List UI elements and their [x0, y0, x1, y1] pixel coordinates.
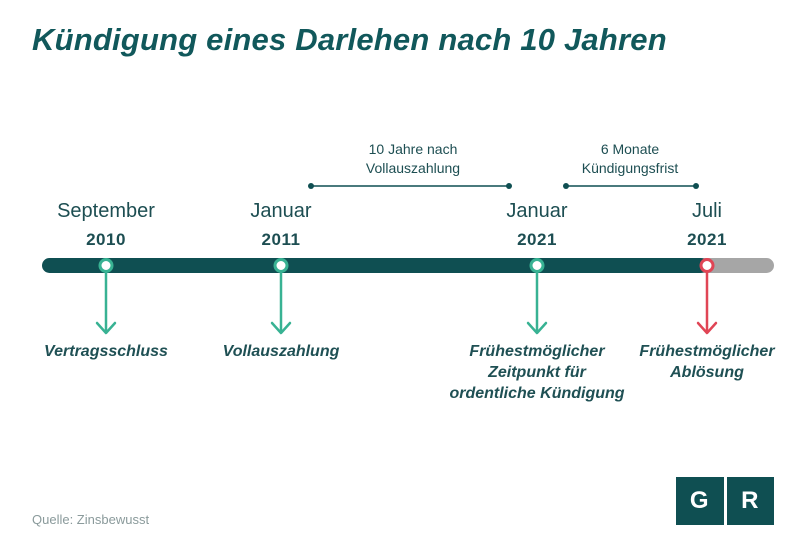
- milestone-month: Januar: [250, 200, 312, 222]
- event-label-line: Zeitpunkt für: [488, 364, 586, 381]
- page-title: Kündigung eines Darlehen nach 10 Jahren: [32, 22, 667, 57]
- milestone-year: 2021: [517, 230, 557, 249]
- milestone-month: Juli: [691, 200, 722, 222]
- span-label-line: 6 Monate: [600, 141, 660, 157]
- span-label-line: Kündigungsfrist: [581, 160, 679, 176]
- milestone-year: 2021: [687, 230, 727, 249]
- arrow-down-icon: [696, 272, 718, 335]
- milestone-month: Januar: [506, 200, 568, 222]
- gr-logo: G R: [676, 477, 774, 525]
- milestone-marker: [529, 258, 545, 273]
- span-bracket-vollauszahlung: [308, 183, 512, 189]
- arrow-down-icon: [270, 272, 292, 335]
- logo-letter-r: R: [726, 477, 774, 525]
- event-label-kuendigung: Frühestmöglicher Zeitpunkt für ordentlic…: [437, 341, 637, 404]
- event-label-line: Ablösung: [670, 364, 744, 381]
- event-label-vertragsschluss: Vertragsschluss: [44, 343, 168, 360]
- milestone-marker: [273, 258, 289, 273]
- span-label-kuendigungsfrist: 6 Monate Kündigungsfrist: [530, 140, 730, 178]
- event-label-abloesung: Frühestmöglicher Ablösung: [607, 341, 800, 383]
- event-label-line: Frühestmöglicher: [469, 343, 605, 360]
- span-bracket-kuendigungsfrist: [563, 183, 699, 189]
- milestone-year: 2010: [86, 230, 126, 249]
- arrow-down-icon: [95, 272, 117, 335]
- event-label-line: ordentliche Kündigung: [449, 385, 625, 402]
- event-label-vollauszahlung: Vollauszahlung: [222, 343, 340, 360]
- source-note: Quelle: Zinsbewusst: [32, 512, 150, 527]
- milestone-marker: [98, 258, 114, 273]
- span-label-line: 10 Jahre nach: [368, 141, 458, 157]
- logo-letter-g: G: [676, 477, 724, 525]
- milestone-month: September: [57, 200, 155, 222]
- arrow-down-icon: [526, 272, 548, 335]
- timeline-bar: [42, 258, 708, 273]
- milestone-marker: [699, 258, 715, 273]
- span-label-line: Vollauszahlung: [365, 160, 461, 176]
- event-label-line: Frühestmöglicher: [639, 343, 775, 360]
- span-label-vollauszahlung: 10 Jahre nach Vollauszahlung: [313, 140, 513, 178]
- milestone-year: 2011: [261, 230, 301, 249]
